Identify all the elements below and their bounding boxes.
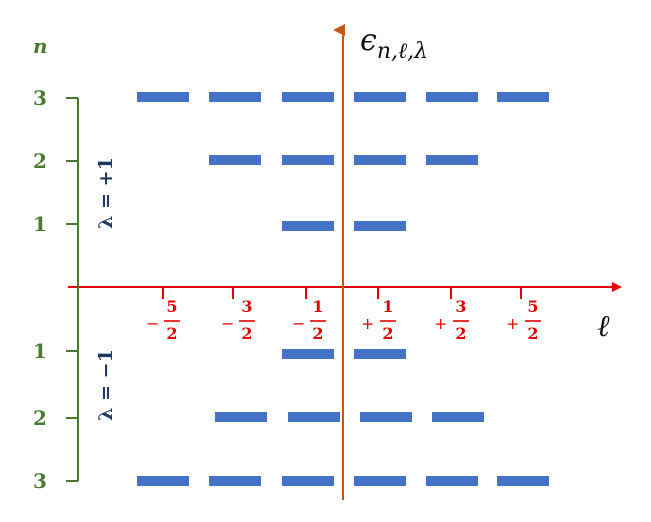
svg-text:+: +	[506, 314, 519, 333]
svg-text:1: 1	[312, 297, 323, 316]
svg-text:−: −	[221, 314, 234, 333]
n-axis-label: n	[33, 34, 48, 58]
n-value-upper-1: 1	[33, 212, 47, 236]
level-bar-lower-n3-3	[282, 476, 334, 486]
level-bar-lower-n3-4	[354, 476, 406, 486]
level-bar-lower-n3-2	[209, 476, 261, 486]
energy-subscript: n,ℓ,λ	[377, 39, 428, 64]
svg-text:3: 3	[241, 297, 252, 316]
level-bar-upper-n1-1	[282, 221, 334, 231]
level-bar-lower-n2-2	[288, 412, 340, 422]
n-value-lower-2: 2	[33, 406, 47, 430]
tick-label-5: + 3 2	[434, 297, 469, 343]
level-bar-upper-n1-2	[354, 221, 406, 231]
n-value-upper-3: 3	[33, 86, 47, 110]
tick-label-1: − 5 2	[146, 297, 180, 343]
energy-symbol: ϵ	[360, 23, 377, 58]
level-bar-lower-n3-5	[426, 476, 478, 486]
level-bar-upper-n2-3	[354, 155, 406, 165]
svg-text:2: 2	[455, 324, 466, 343]
tick-label-3: − 1 2	[292, 297, 326, 343]
svg-text:−: −	[146, 314, 159, 333]
n-value-upper-2: 2	[33, 149, 47, 173]
svg-text:2: 2	[166, 324, 177, 343]
n-value-lower-3: 3	[33, 469, 47, 493]
svg-text:3: 3	[455, 297, 466, 316]
level-bar-lower-n1-1	[282, 349, 334, 359]
level-bar-lower-n2-4	[432, 412, 484, 422]
tick-label-2: − 3 2	[221, 297, 255, 343]
svg-text:+: +	[434, 314, 447, 333]
n-value-lower-1: 1	[33, 339, 47, 363]
tick-label-6: + 5 2	[506, 297, 541, 343]
svg-text:−: −	[292, 314, 305, 333]
lambda-lower-label: λ = −1	[95, 349, 117, 421]
svg-text:+: +	[361, 314, 374, 333]
energy-axis-label: ϵn,ℓ,λ	[360, 23, 428, 64]
level-bar-lower-n1-2	[354, 349, 406, 359]
energy-levels	[137, 92, 549, 486]
tick-label-4: + 1 2	[361, 297, 396, 343]
level-bar-lower-n2-3	[360, 412, 412, 422]
level-bar-lower-n3-1	[137, 476, 189, 486]
level-bar-upper-n2-2	[282, 155, 334, 165]
level-bar-upper-n2-4	[426, 155, 478, 165]
n-axis	[66, 97, 79, 482]
level-bar-lower-n3-6	[497, 476, 549, 486]
ell-ticks	[162, 287, 522, 299]
lambda-upper-label: λ = +1	[95, 157, 117, 229]
svg-text:2: 2	[382, 324, 393, 343]
level-bar-upper-n2-1	[209, 155, 261, 165]
level-bar-lower-n2-1	[215, 412, 267, 422]
svg-text:2: 2	[241, 324, 252, 343]
level-bar-upper-n3-4	[354, 92, 406, 102]
level-bar-upper-n3-3	[282, 92, 334, 102]
level-bar-upper-n3-6	[497, 92, 549, 102]
n-values: 3 2 1 1 2 3	[33, 86, 47, 493]
ell-axis-label: ℓ	[597, 309, 610, 344]
svg-text:1: 1	[382, 297, 393, 316]
svg-text:5: 5	[166, 297, 177, 316]
level-bar-upper-n3-2	[209, 92, 261, 102]
level-bar-upper-n3-5	[426, 92, 478, 102]
level-bar-upper-n3-1	[137, 92, 189, 102]
svg-text:5: 5	[527, 297, 538, 316]
svg-text:2: 2	[527, 324, 538, 343]
svg-text:2: 2	[312, 324, 323, 343]
